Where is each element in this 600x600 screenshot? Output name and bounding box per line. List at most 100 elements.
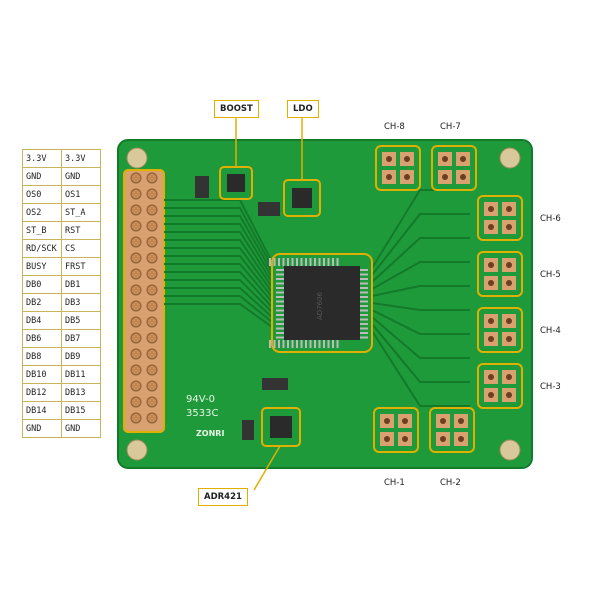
ch2-label: CH-2: [440, 478, 461, 488]
trace: [371, 323, 470, 383]
connector-hole: [506, 318, 512, 324]
chip-pin: [336, 340, 339, 348]
pin-pad: [146, 380, 158, 392]
connector-hole: [506, 206, 512, 212]
trace: [371, 330, 470, 407]
trace: [371, 261, 470, 290]
pin-pad: [130, 364, 142, 376]
connector-hole: [488, 280, 494, 286]
connector-hole: [488, 392, 494, 398]
pin-pad: [146, 396, 158, 408]
chip-pin: [276, 278, 284, 280]
chip-pin: [360, 296, 368, 298]
channel-connector: [477, 363, 523, 409]
chip-pin: [332, 340, 334, 348]
chip-pin: [323, 340, 325, 348]
chip-pin: [276, 273, 284, 276]
connector-hole: [488, 262, 494, 268]
chip-pin: [276, 296, 284, 298]
connector-hole: [488, 374, 494, 380]
chip-pin: [276, 336, 284, 339]
pin-pad: [130, 332, 142, 344]
chip-pin: [300, 258, 303, 266]
ldo-label: LDO: [287, 100, 319, 118]
chip-pin: [278, 340, 280, 348]
chip-pin: [269, 258, 271, 266]
connector-hole: [488, 206, 494, 212]
chip-pin: [318, 258, 321, 266]
connector-hole: [506, 224, 512, 230]
pin-pad: [130, 316, 142, 328]
chip-pin: [287, 340, 289, 348]
chip-pin: [314, 258, 316, 266]
channel-connectors: [373, 145, 523, 453]
ldo-chip: [292, 188, 312, 208]
chip-pin: [291, 258, 294, 266]
channel-connector: [431, 145, 477, 191]
chip-pin: [276, 332, 284, 334]
trace: [164, 215, 273, 273]
chip-pin: [276, 291, 284, 294]
connector-hole: [458, 436, 464, 442]
silk-text-2: 3533C: [186, 408, 218, 419]
trace: [164, 247, 273, 293]
chip-pin: [276, 309, 284, 312]
trace: [164, 231, 273, 283]
chip-pin: [282, 258, 285, 266]
chip-pin: [276, 323, 284, 325]
connector-hole: [506, 280, 512, 286]
trace: [164, 303, 273, 328]
pin-pad: [130, 412, 142, 424]
chip-pin: [360, 287, 368, 289]
ch4-label: CH-4: [540, 326, 561, 336]
ch3-label: CH-3: [540, 382, 561, 392]
connector-hole: [402, 418, 408, 424]
boost-chip: [227, 174, 245, 192]
connector-hole: [506, 392, 512, 398]
chip-pin: [282, 340, 285, 348]
pin-pad: [130, 284, 142, 296]
trace: [164, 295, 273, 323]
connector-hole: [488, 224, 494, 230]
channel-connector: [373, 407, 419, 453]
chip-pin: [360, 327, 368, 330]
chip-pin: [360, 309, 368, 312]
chip-pin: [273, 340, 276, 348]
trace: [164, 255, 273, 298]
adc-chip-pins: [269, 258, 368, 348]
ch1-label: CH-1: [384, 478, 405, 488]
connector-hole: [402, 436, 408, 442]
chip-pin: [276, 269, 284, 271]
component: [258, 202, 280, 216]
chip-pin: [287, 258, 289, 266]
connector-hole: [404, 156, 410, 162]
trace: [371, 302, 470, 311]
channel-connector: [429, 407, 475, 453]
adr-leader: [253, 445, 281, 491]
chip-pin: [278, 258, 280, 266]
adr421-label: ADR421: [198, 488, 248, 506]
chip-pin: [276, 318, 284, 321]
chip-pin: [276, 305, 284, 307]
trace: [164, 239, 273, 288]
chip-pin: [327, 340, 330, 348]
trace: [371, 213, 470, 276]
chip-pin: [296, 258, 298, 266]
chip-pin: [360, 318, 368, 321]
chip-pin: [276, 314, 284, 316]
trace: [164, 207, 273, 268]
connector-hole: [386, 156, 392, 162]
chip-pin: [360, 269, 368, 271]
pin-pad: [146, 364, 158, 376]
mount-hole: [499, 439, 521, 461]
pin-pad: [146, 172, 158, 184]
pin-label: FRST: [61, 257, 101, 276]
pin-pad: [146, 332, 158, 344]
pin-pad: [146, 300, 158, 312]
